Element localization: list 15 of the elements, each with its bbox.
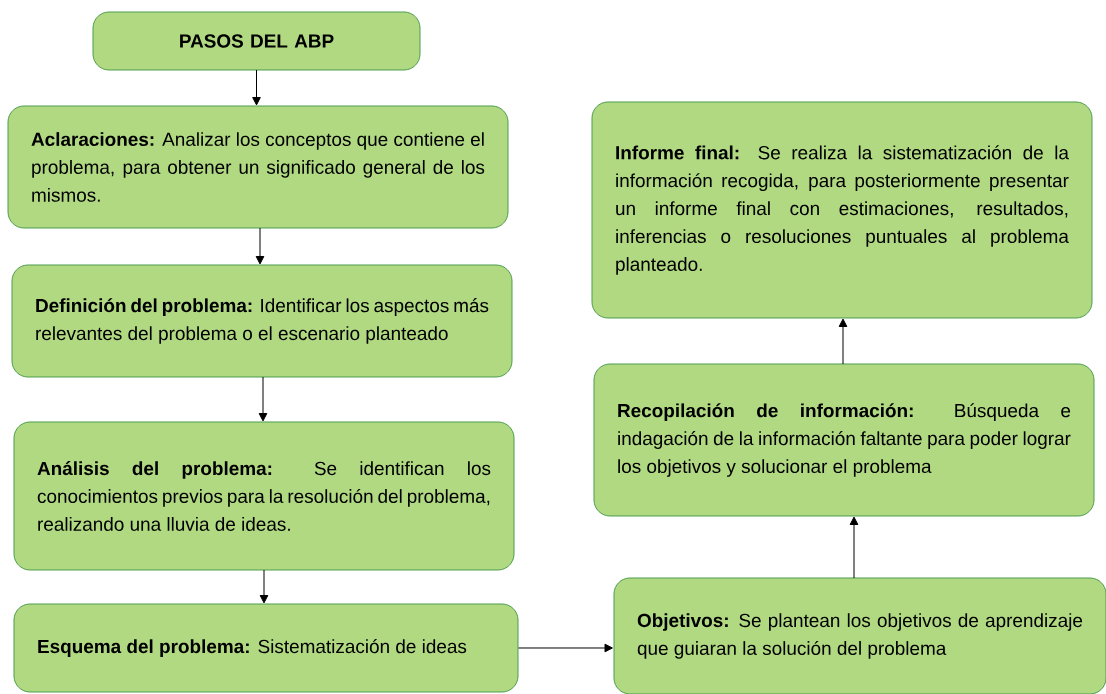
arrow <box>849 516 859 579</box>
step-box: Aclaraciones: Analizar los conceptos que contiene el problema, para obtener un significado general de los mismos. <box>7 105 509 229</box>
step-box: Definición del problema: Identificar los aspectos más relevantes del problema o el escenario planteado <box>11 264 513 378</box>
step-box: Esquema del problema: Sistematización de ideas <box>13 603 519 693</box>
step-box: Objetivos: Se plantean los objetivos de aprendizaje que guiaran la solución del problema <box>613 577 1106 694</box>
arrow <box>258 376 268 422</box>
arrow <box>252 69 261 106</box>
step-box: Recopilación de información: Búsqueda e indagación de la información faltante para poder lograr los objetivos y solucionar el problema <box>593 363 1095 517</box>
title-box: PASOS DEL ABP <box>92 11 421 71</box>
step-box: Informe final: Se realiza la sistematización de la información recogida, para posteriormente presentar un informe final con estimaciones, resultados, inferencias o resoluciones puntuales al problema planteado. <box>591 101 1093 319</box>
arrow <box>259 569 269 604</box>
step-box: Análisis del problema: Se identifican los conocimientos previos para la resolución del problema, realizando una lluvia de ideas. <box>13 421 515 571</box>
arrow <box>255 227 265 265</box>
arrow <box>518 643 613 653</box>
arrow <box>838 318 848 365</box>
